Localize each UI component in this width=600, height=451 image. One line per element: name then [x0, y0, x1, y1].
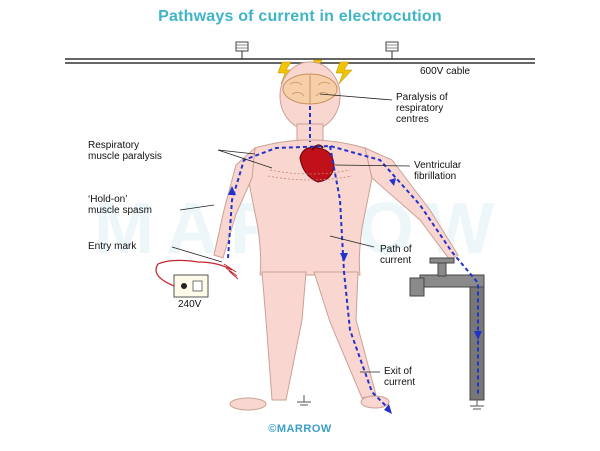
- ribs: [267, 169, 353, 181]
- label-hold-on: ‘Hold-on’ muscle spasm: [88, 194, 152, 216]
- label-paralysis: Paralysis of respiratory centres: [396, 92, 448, 125]
- brain-icon: [282, 73, 338, 105]
- cable: [65, 41, 535, 64]
- ground-icon: [297, 395, 484, 410]
- socket-icon: [155, 259, 239, 298]
- label-path: Path of current: [380, 244, 412, 266]
- label-ventricular: Ventricular fibrillation: [414, 160, 462, 182]
- label-voltage: 240V: [178, 299, 202, 310]
- current-arrows: [228, 178, 482, 414]
- label-exit: Exit of current: [384, 366, 416, 388]
- copyright: ©MARROW: [268, 423, 332, 435]
- human-body: [213, 61, 459, 411]
- label-cable: 600V cable: [420, 66, 471, 77]
- label-resp-muscle: Respiratory muscle paralysis: [88, 140, 162, 162]
- leader-lines: [171, 93, 411, 373]
- label-entry: Entry mark: [88, 241, 137, 252]
- page-title: Pathways of current in electrocution: [158, 8, 442, 25]
- tap-icon: [409, 257, 485, 401]
